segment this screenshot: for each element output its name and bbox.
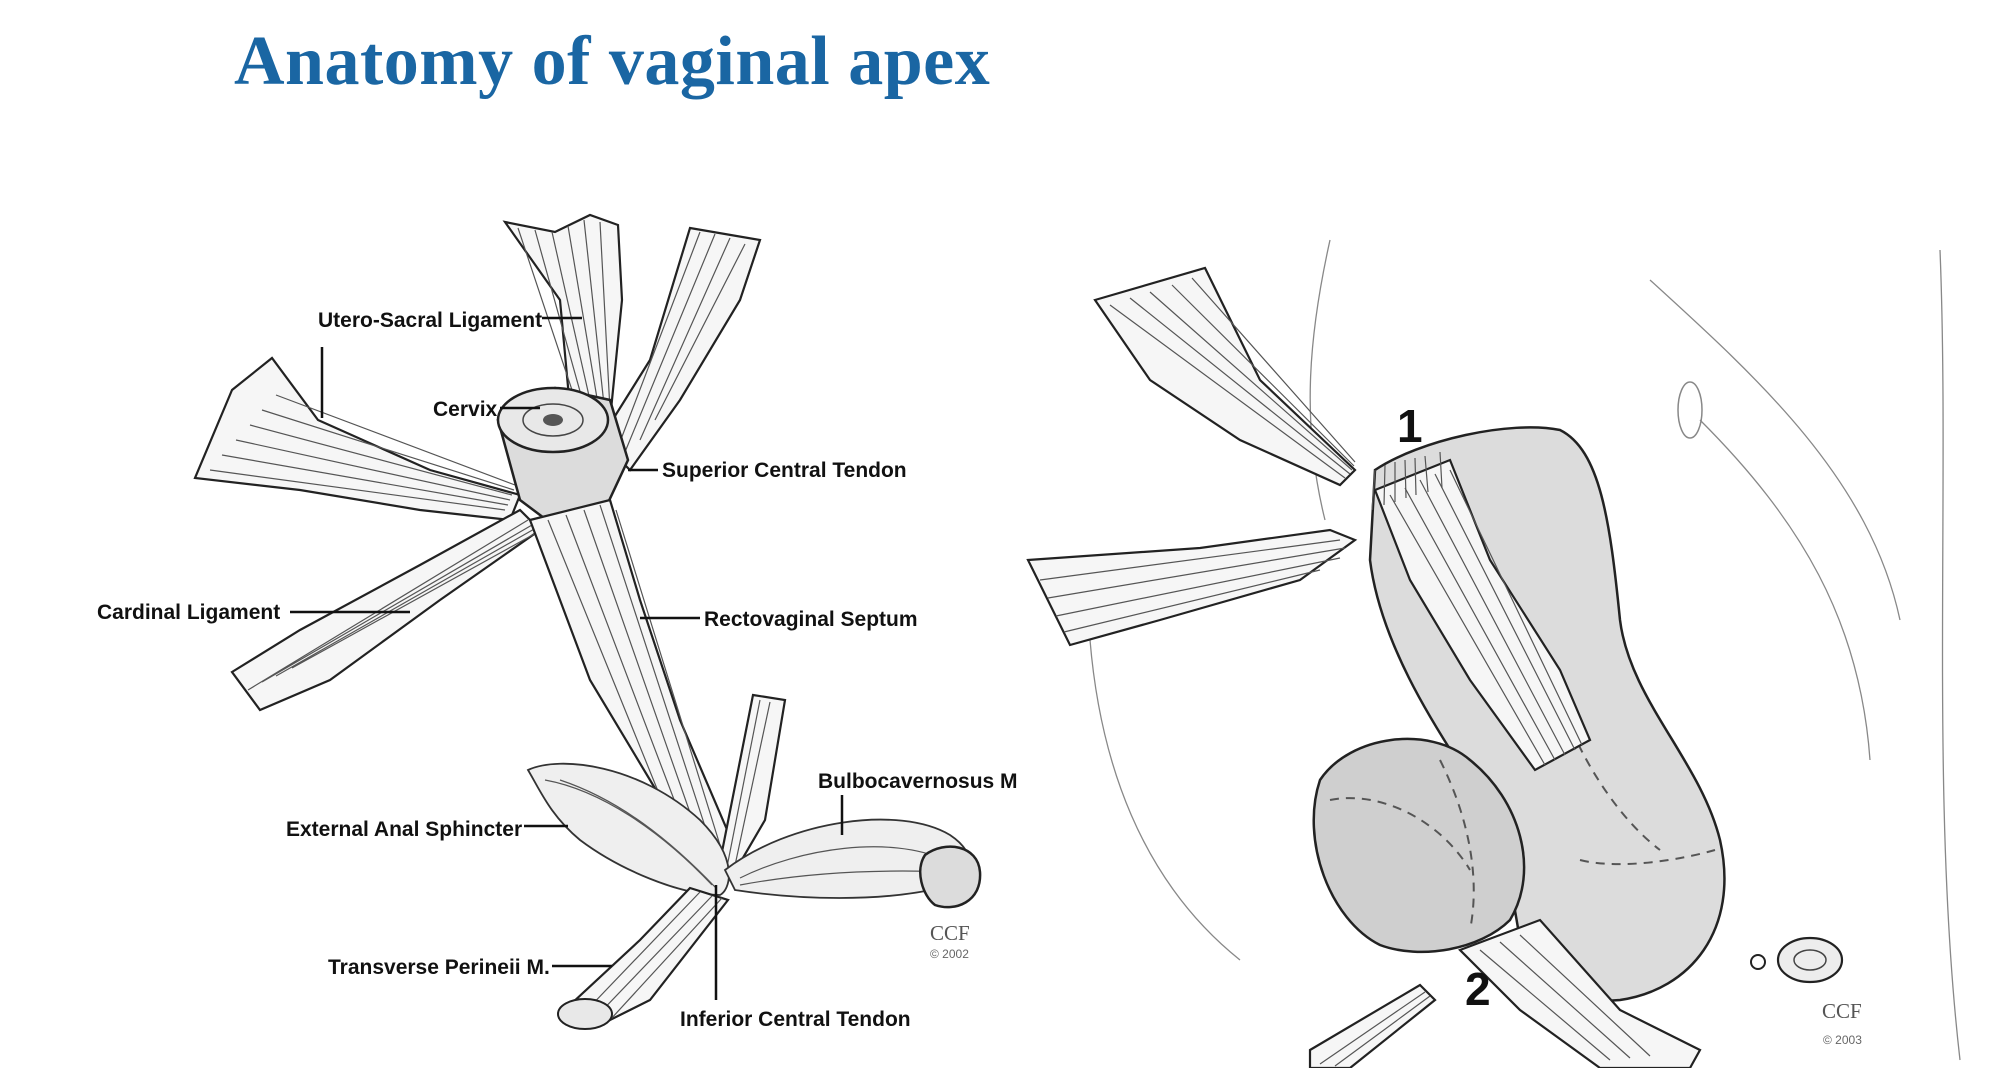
label-cardinal-ligament: Cardinal Ligament (97, 601, 280, 624)
label-transverse-perineii: Transverse Perineii M. (328, 956, 550, 979)
left-figure-credit: CCF (930, 921, 970, 945)
label-bulbocavernosus: Bulbocavernosus M (818, 770, 1018, 793)
label-inferior-central-tendon: Inferior Central Tendon (680, 1008, 911, 1031)
upper-ligament-illustration (1093, 266, 1357, 487)
label-rectovaginal-septum: Rectovaginal Septum (704, 608, 918, 631)
slide-title: Anatomy of vaginal apex (234, 23, 991, 100)
label-superior-central-tendon: Superior Central Tendon (662, 459, 907, 482)
marker-1: 1 (1397, 400, 1423, 452)
label-cervix: Cervix (433, 398, 498, 421)
perineal-body-illustration (526, 693, 982, 1030)
cervix-illustration (496, 386, 630, 532)
right-figure-credit: CCF (1822, 999, 1862, 1023)
rectum-illustration (1312, 737, 1526, 954)
utero-sacral-ligament-illustration (502, 213, 762, 472)
label-utero-sacral-ligament: Utero-Sacral Ligament (318, 309, 542, 332)
left-anatomy-figure: Utero-Sacral Ligament Cervix Superior Ce… (97, 213, 1018, 1031)
left-figure-copyright: © 2002 (930, 947, 969, 961)
graft-strip-illustration (1373, 458, 1592, 772)
left-ligament-fan-illustration (193, 356, 522, 522)
right-figure-copyright: © 2003 (1823, 1033, 1862, 1047)
marker-2: 2 (1465, 963, 1491, 1015)
right-anatomy-figure: 1 2 CCF © 2003 (1026, 239, 1961, 1068)
urethral-opening-illustration (1776, 936, 1844, 984)
middle-ligament-illustration (1026, 528, 1358, 647)
label-external-anal-sphincter: External Anal Sphincter (286, 818, 522, 841)
